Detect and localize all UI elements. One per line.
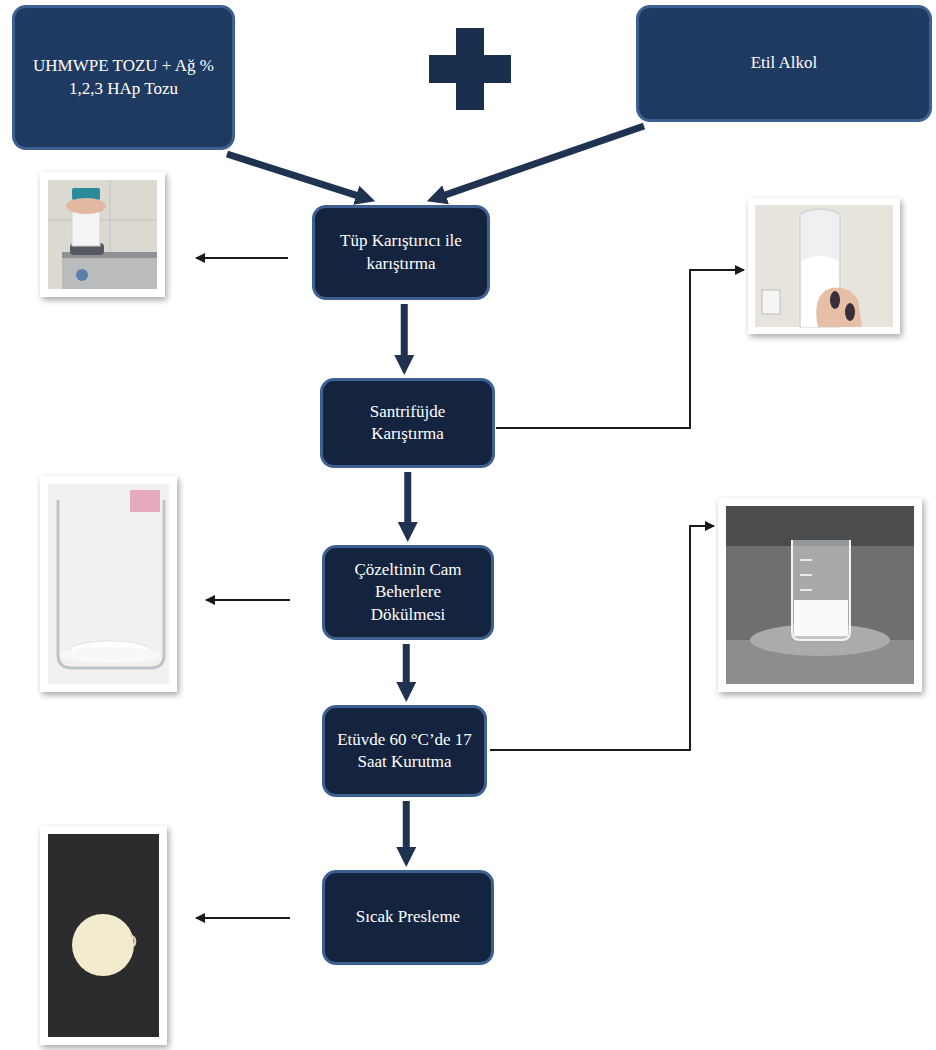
process-box: Etil Alkol: [636, 5, 932, 122]
process-box: Tüp Karıştırıcı ile karıştırma: [312, 205, 490, 300]
pointer-arrow: [196, 917, 290, 919]
photo-tube-in-hand: [748, 198, 900, 334]
flow-arrow: [403, 801, 410, 853]
process-box: Sıcak Presleme: [322, 870, 494, 965]
flow-arrow: [404, 472, 411, 528]
photo-tube-mixer: [40, 172, 165, 297]
process-box: Çözeltinin Cam Beherlere Dökülmesi: [322, 545, 494, 640]
process-box: UHMWPE TOZU + Ağ % 1,2,3 HAp Tozu: [12, 5, 235, 150]
pointer-arrow: [196, 257, 288, 259]
process-box: Santrifüjde Karıştırma: [320, 378, 495, 468]
step-label: Tüp Karıştırıcı ile karıştırma: [327, 230, 475, 274]
step-label: UHMWPE TOZU + Ağ % 1,2,3 HAp Tozu: [27, 55, 220, 99]
process-box: Etüvde 60 °C’de 17 Saat Kurutma: [322, 705, 487, 797]
flow-arrow: [401, 304, 408, 361]
photo-beaker: [40, 476, 177, 692]
flow-arrow: [403, 644, 410, 688]
plus-symbol: [429, 28, 511, 110]
pointer-arrow: [206, 599, 290, 601]
step-label: Etil Alkol: [751, 52, 818, 74]
flow-arrow: [440, 126, 644, 197]
photo-pointers: [196, 258, 744, 918]
photo-pressed-pellet: [40, 826, 167, 1045]
flow-arrow: [227, 154, 362, 197]
step-label: Çözeltinin Cam Beherlere Dökülmesi: [337, 559, 479, 625]
step-label: Etüvde 60 °C’de 17 Saat Kurutma: [337, 729, 472, 773]
photo-beaker-on-scale: [718, 498, 922, 692]
pointer-arrow: [496, 270, 744, 428]
pointer-arrow: [490, 526, 714, 750]
step-label: Santrifüjde Karıştırma: [335, 401, 480, 445]
step-label: Sıcak Presleme: [356, 906, 460, 928]
